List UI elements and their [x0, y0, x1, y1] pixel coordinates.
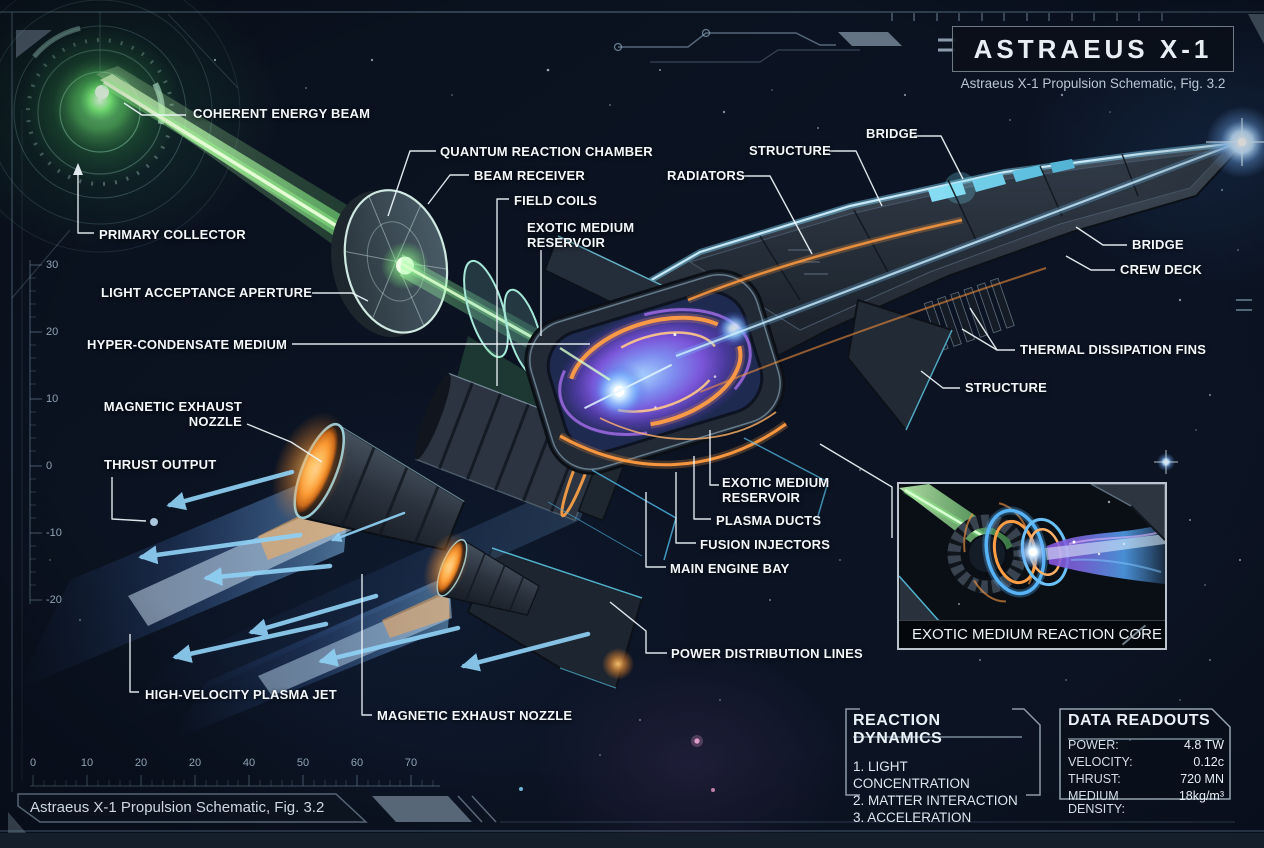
label-fusion-injectors: FUSION INJECTORS	[700, 537, 831, 552]
readout-label-velocity: VELOCITY:	[1068, 755, 1133, 769]
title-plate: ASTRAEUS X-1	[952, 26, 1234, 72]
readout-value-thrust: 720 MN	[1180, 772, 1224, 786]
vruler-label-10: 10	[46, 393, 59, 405]
label-thermal-dissipation-fins: THERMAL DISSIPATION FINS	[1020, 342, 1207, 357]
hruler-label-6: 60	[350, 757, 364, 769]
reaction-core-art	[898, 483, 1166, 622]
vruler-label-n20: -20	[46, 594, 62, 606]
label-magnetic-exhaust-nozzle-lower: MAGNETIC EXHAUST NOZZLE	[377, 708, 573, 723]
reaction-dynamics-item-3: 3. ACCELERATION	[853, 810, 972, 825]
label-thrust-output: THRUST OUTPUT	[104, 457, 217, 472]
reaction-dynamics-title: REACTION DYNAMICS	[853, 712, 943, 747]
label-high-velocity-plasma-jet: HIGH-VELOCITY PLASMA JET	[145, 687, 337, 702]
label-crew-deck: CREW DECK	[1120, 262, 1202, 277]
reaction-core-inset: EXOTIC MEDIUM REACTION CORE	[897, 482, 1167, 650]
reaction-dynamics-item-1: 1. LIGHT CONCENTRATION	[853, 759, 970, 791]
label-hyper-condensate-medium: HYPER-CONDENSATE MEDIUM	[87, 337, 288, 352]
label-beam-receiver: BEAM RECEIVER	[474, 168, 585, 183]
data-readouts-title: DATA READOUTS	[1068, 712, 1211, 729]
panel-frames	[0, 708, 1264, 848]
inset-connector	[819, 443, 893, 538]
readout-label-medium-density: MEDIUM DENSITY:	[1068, 789, 1125, 816]
readout-row-medium-density: MEDIUM DENSITY: 18kg/m³	[1068, 790, 1224, 816]
callout-lines	[73, 102, 1127, 716]
hruler-label-1: 10	[80, 757, 94, 769]
label-structure-right: STRUCTURE	[965, 380, 1047, 395]
label-power-distribution-lines: POWER DISTRIBUTION LINES	[671, 646, 863, 661]
label-structure-top: STRUCTURE	[749, 143, 831, 158]
hruler-label-5: 50	[296, 757, 310, 769]
label-quantum-reaction-chamber: QUANTUM REACTION CHAMBER	[440, 144, 653, 159]
reaction-dynamics-panel: REACTION DYNAMICS 1. LIGHT CONCENTRATION…	[853, 712, 1023, 826]
hruler-label-0: 0	[29, 757, 37, 769]
reaction-dynamics-item-2: 2. MATTER INTERACTION	[853, 793, 1018, 808]
readout-row-velocity: VELOCITY: 0.12c	[1068, 756, 1224, 769]
label-light-acceptance-aperture: LIGHT ACCEPTANCE APERTURE	[101, 285, 313, 300]
readout-label-power: POWER:	[1068, 738, 1119, 752]
inset-caption: EXOTIC MEDIUM REACTION CORE	[899, 620, 1165, 648]
label-bridge-right: BRIDGE	[1132, 237, 1184, 252]
title-subtitle: Astraeus X-1 Propulsion Schematic, Fig. …	[960, 76, 1226, 91]
footer-caption: Astraeus X-1 Propulsion Schematic, Fig. …	[30, 799, 325, 816]
readout-row-thrust: THRUST: 720 MN	[1068, 773, 1224, 786]
thrust-arrows	[138, 469, 591, 672]
vruler-label-30: 30	[46, 259, 59, 271]
label-radiators: RADIATORS	[667, 168, 745, 183]
label-exotic-medium-reservoir-mid: EXOTIC MEDIUM RESERVOIR	[722, 475, 830, 505]
label-bridge-top: BRIDGE	[866, 126, 918, 141]
label-coherent-energy-beam: COHERENT ENERGY BEAM	[193, 106, 371, 121]
label-magnetic-exhaust-nozzle-upper: MAGNETIC EXHAUST NOZZLE	[103, 399, 242, 429]
hruler-label-4: 40	[242, 757, 256, 769]
label-primary-collector: PRIMARY COLLECTOR	[99, 227, 246, 242]
readout-label-thrust: THRUST:	[1068, 772, 1121, 786]
label-exotic-medium-reservoir-top: EXOTIC MEDIUM RESERVOIR	[527, 220, 635, 250]
label-field-coils: FIELD COILS	[514, 193, 598, 208]
vruler-label-0: 0	[46, 460, 53, 472]
page-title: ASTRAEUS X-1	[973, 33, 1213, 64]
readout-value-power: 4.8 TW	[1183, 738, 1224, 752]
hruler-label-7: 70	[404, 757, 418, 769]
label-main-engine-bay: MAIN ENGINE BAY	[670, 561, 790, 576]
readout-value-velocity: 0.12c	[1193, 755, 1224, 769]
label-plasma-ducts: PLASMA DUCTS	[716, 513, 822, 528]
vruler-label-n10: -10	[46, 527, 62, 539]
readout-row-power: POWER: 4.8 TW	[1068, 739, 1224, 752]
readout-value-medium-density: 18kg/m³	[1178, 789, 1224, 803]
vruler-label-20: 20	[46, 326, 59, 338]
data-readouts-panel: DATA READOUTS POWER: 4.8 TW VELOCITY: 0.…	[1068, 712, 1224, 816]
hruler-label-3: 20	[188, 757, 202, 769]
hruler-label-2: 20	[134, 757, 148, 769]
